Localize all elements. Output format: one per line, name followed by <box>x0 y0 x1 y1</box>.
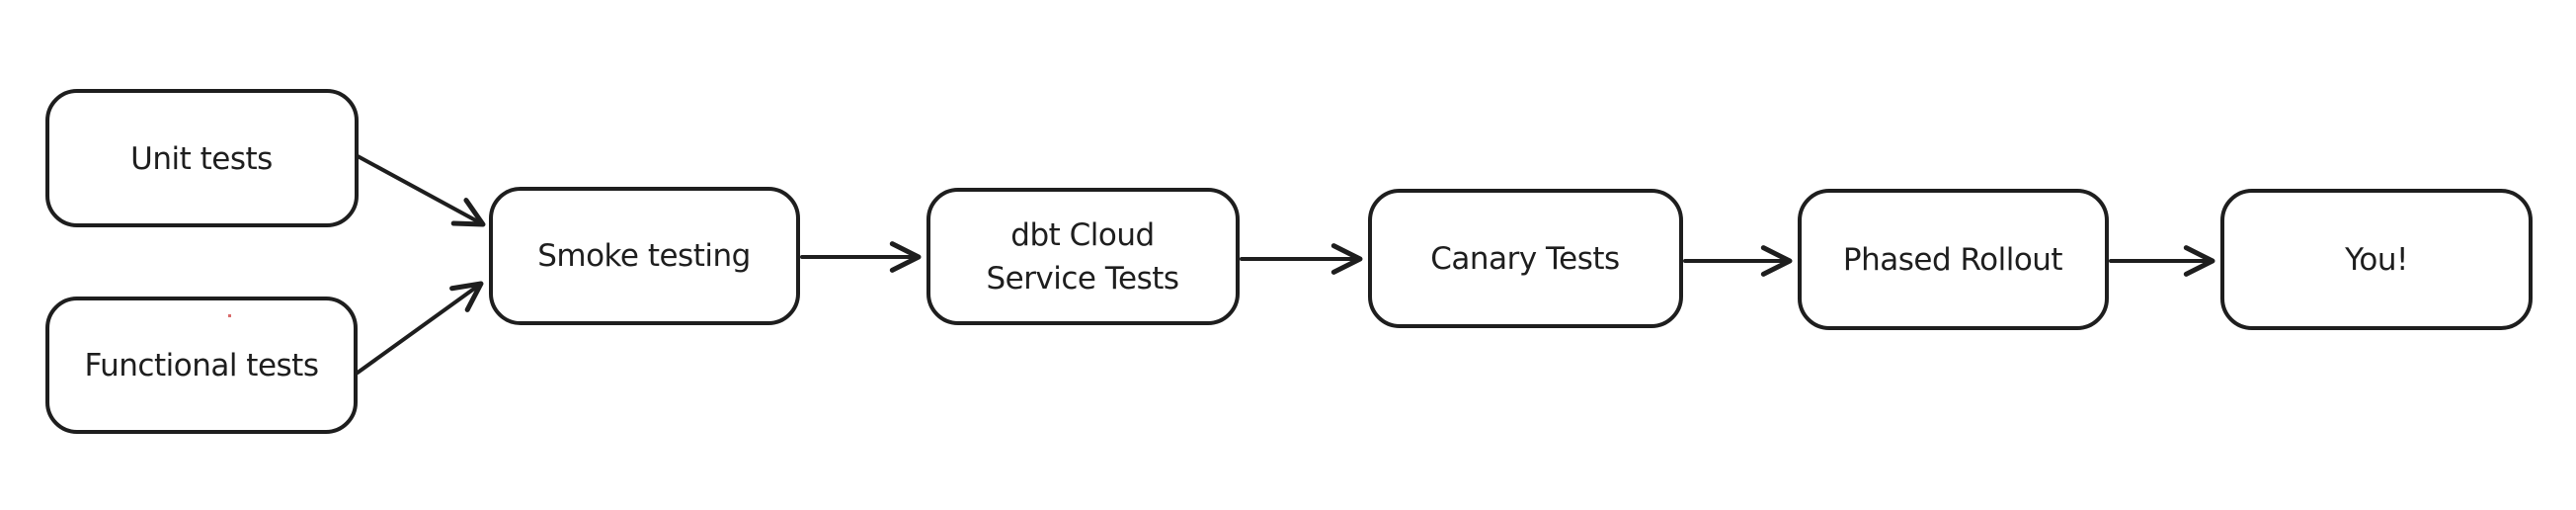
node-dbt-cloud-service-tests-label-line2: Service Tests <box>986 261 1178 297</box>
node-functional-tests[interactable]: Functional tests <box>45 297 358 434</box>
arrow-line <box>356 154 486 227</box>
node-unit-tests-label: Unit tests <box>130 141 273 177</box>
node-phased-rollout[interactable]: Phased Rollout <box>1798 189 2109 330</box>
node-box <box>2220 189 2533 330</box>
node-box <box>1798 189 2109 330</box>
node-smoke-testing-label: Smoke testing <box>537 238 751 274</box>
node-box <box>926 188 1240 325</box>
node-canary-tests[interactable]: Canary Tests <box>1368 189 1683 328</box>
node-you-label: You! <box>2344 242 2408 278</box>
node-canary-tests-label: Canary Tests <box>1430 241 1619 277</box>
node-you[interactable]: You! <box>2220 189 2533 330</box>
node-box <box>45 297 358 434</box>
edge-unit-tests-to-smoke-testing[interactable] <box>356 154 486 227</box>
node-smoke-testing[interactable]: Smoke testing <box>489 187 800 325</box>
node-unit-tests[interactable]: Unit tests <box>45 89 359 227</box>
node-phased-rollout-label: Phased Rollout <box>1843 242 2063 278</box>
node-box <box>45 89 359 227</box>
node-dbt-cloud-service-tests-label-line1: dbt Cloud <box>1010 217 1154 253</box>
edge-functional-tests-to-smoke-testing[interactable] <box>356 281 484 375</box>
red-dot-artifact <box>228 314 231 317</box>
node-dbt-cloud-service-tests[interactable]: dbt Cloud Service Tests <box>926 188 1240 325</box>
node-box <box>489 187 800 325</box>
node-box <box>1368 189 1683 328</box>
arrow-line <box>356 281 484 375</box>
node-functional-tests-label: Functional tests <box>84 348 318 383</box>
